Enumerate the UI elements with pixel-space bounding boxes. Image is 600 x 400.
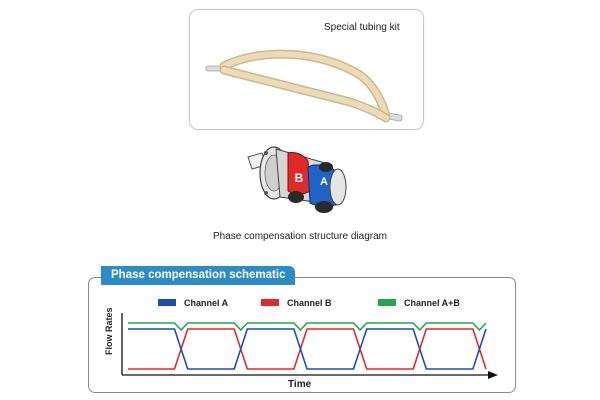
waveform-channel-ab [128,322,487,332]
legend-label-channel-ab: Channel A+B [404,298,460,308]
waveform-channel-a [128,328,487,370]
legend-label-channel-b: Channel B [287,298,332,308]
rotor-label-b: B [295,171,304,185]
waveform-channel-b [128,328,487,370]
y-axis-label: Flow Rates [104,307,114,355]
schematic-plot: Channel A Channel B Channel A+B Flow Rat… [104,298,498,390]
x-axis-label: Time [288,379,312,390]
device-caption: Phase compensation structure diagram [213,231,387,242]
legend-swatch-channel-ab [378,299,396,306]
phase-compensation-device-image: B A [247,146,347,213]
rotor-label-a: A [320,176,328,188]
schematic-card [88,277,516,393]
legend-swatch-channel-a [158,299,176,306]
tubing-kit-label: Special tubing kit [324,22,400,33]
tubing-kit-card: Special tubing kit [189,9,424,130]
tubing-kit-image [205,49,403,123]
legend-label-channel-a: Channel A [184,298,229,308]
schematic-title: Phase compensation schematic [101,266,296,285]
x-axis-arrow [488,371,498,379]
legend-swatch-channel-b [261,299,279,306]
